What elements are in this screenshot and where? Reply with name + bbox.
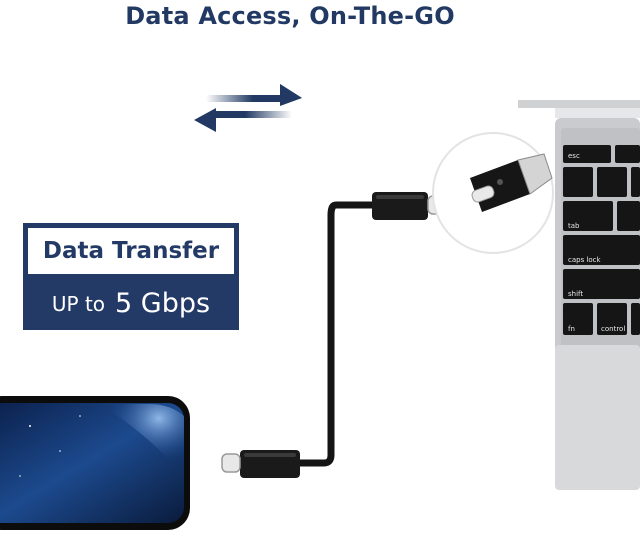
usb-adapter-icon xyxy=(470,153,553,212)
key-fn-label: fn xyxy=(568,325,575,333)
key-control-label: control xyxy=(601,325,626,333)
smartphone-image xyxy=(0,396,190,530)
laptop-image xyxy=(518,100,640,490)
badge-speed-row: UP to 5 Gbps xyxy=(23,277,239,330)
usb-c-connector-bottom xyxy=(221,450,300,478)
page-title: Data Access, On-The-GO xyxy=(125,2,455,30)
key-esc-label: esc xyxy=(568,152,580,160)
key-capslock-label: caps lock xyxy=(568,256,601,264)
badge-speed: 5 Gbps xyxy=(115,288,211,319)
key-shift-label: shift xyxy=(568,290,584,298)
adapter-zoom-circle xyxy=(432,132,554,254)
badge-prefix: UP to xyxy=(51,291,106,316)
data-transfer-badge: Data Transfer UP to 5 Gbps xyxy=(23,223,239,330)
badge-title: Data Transfer xyxy=(28,228,234,274)
key-tab-label: tab xyxy=(568,222,580,230)
bidirectional-arrows-icon xyxy=(194,84,302,132)
